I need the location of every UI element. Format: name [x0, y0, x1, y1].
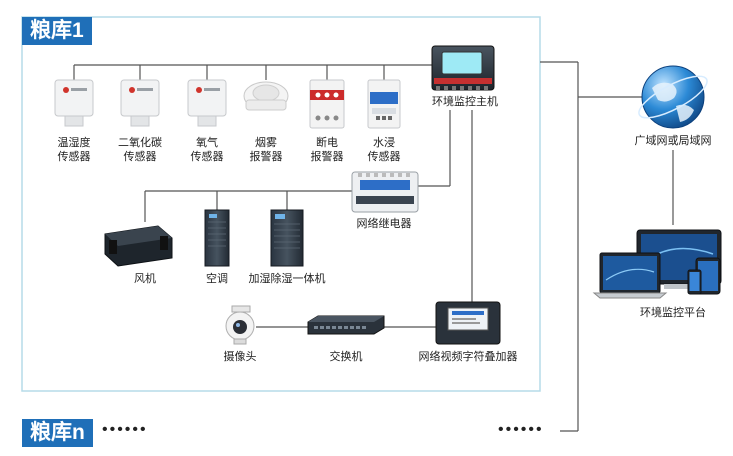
power-alarm-icon	[309, 79, 345, 129]
connection-lines	[73, 61, 674, 432]
camera-label: 摄像头	[223, 351, 257, 363]
sensor-label-power: 断电报警器	[310, 137, 344, 163]
network-switch-icon	[307, 315, 385, 335]
humidifier-label: 加湿除湿一体机	[248, 273, 326, 285]
switch-label: 交换机	[329, 351, 363, 363]
sensor-oxygen-icon	[187, 79, 227, 127]
humidifier-dehumidifier-icon	[270, 209, 304, 267]
water-sensor-icon	[367, 79, 401, 129]
sensor-label-smoke: 烟雾报警器	[249, 137, 283, 163]
sensor-humidity-icon	[54, 79, 94, 127]
air-conditioner-icon	[204, 209, 230, 267]
relay-label: 网络继电器	[356, 218, 412, 230]
area-n-dots: ••••••	[102, 421, 148, 438]
smoke-alarm-icon	[243, 81, 289, 111]
network-relay-icon	[351, 171, 419, 213]
area-n-tag: 粮库n	[22, 419, 93, 447]
globe-icon	[638, 65, 708, 129]
video-overlay-device-icon	[435, 301, 501, 345]
sensor-label-co2: 二氧化碳传感器	[118, 137, 162, 163]
sensor-label-humidity: 温湿度传感器	[57, 137, 91, 163]
sensor-label-water: 水浸传感器	[367, 137, 401, 163]
wan-label: 广域网或局域网	[634, 135, 712, 147]
area-1-tag: 粮库1	[22, 17, 92, 45]
platform-devices-icon	[592, 229, 722, 299]
fan-unit-icon	[104, 225, 173, 267]
sensor-co2-icon	[120, 79, 160, 127]
ac-label: 空调	[206, 273, 228, 285]
dome-camera-icon	[225, 305, 255, 345]
host-label: 环境监控主机	[432, 96, 498, 108]
sensor-label-oxygen: 氧气传感器	[190, 137, 224, 163]
right-dots: ••••••	[498, 421, 544, 438]
overlay-label: 网络视频字符叠加器	[418, 351, 518, 363]
monitoring-host-icon	[431, 45, 495, 91]
platform-label: 环境监控平台	[640, 307, 706, 319]
fan-label: 风机	[134, 273, 156, 285]
area-frame	[21, 16, 541, 392]
